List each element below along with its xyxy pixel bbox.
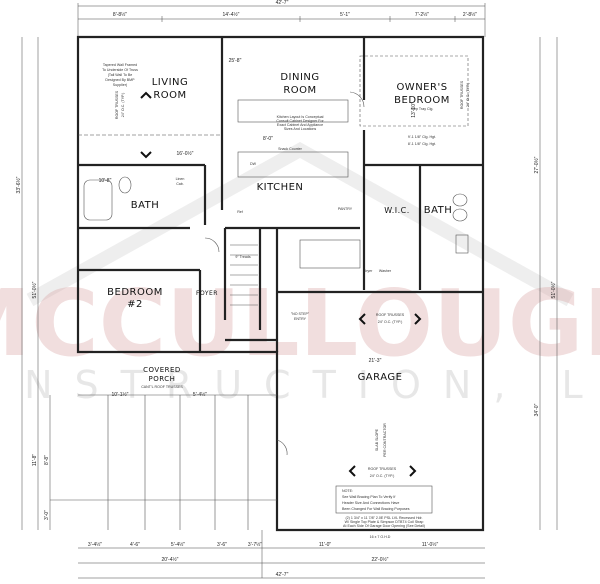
dim-left: 33'-6½" bbox=[15, 176, 22, 193]
note-text: PER CONTRACTOR bbox=[383, 423, 387, 457]
note-text: ROOF TRUSSES bbox=[376, 313, 405, 317]
note-text: Exact Cabinet And Appliance bbox=[277, 123, 323, 127]
note-text: ROOF TRUSSES bbox=[115, 90, 119, 119]
dim-bottom: 3'-6" bbox=[217, 542, 227, 548]
note-text: 24" O.C. (TYP.) bbox=[370, 474, 395, 478]
dim-overall-bottom: 42'-7" bbox=[276, 572, 289, 578]
dim-top: 2'-8½" bbox=[463, 11, 477, 18]
dim-bottom: 4'-6" bbox=[130, 542, 140, 548]
dim-interior: 10'-8" bbox=[99, 178, 112, 184]
watermark-logo: MCCULLOUGH CONSTRUCTION, LLC bbox=[0, 141, 600, 407]
room-label-living: ROOM bbox=[153, 90, 186, 101]
note-text: ENTRY bbox=[294, 317, 307, 321]
room-label-owners-bedroom: BEDROOM bbox=[394, 95, 450, 106]
note-text: See Wall Bracing Plan To Verify If bbox=[342, 495, 395, 499]
dim-top: 5'-1" bbox=[340, 12, 350, 18]
dim-interior: 10'-1½" bbox=[112, 391, 129, 398]
dim-overall-top: 42'-7" bbox=[276, 0, 289, 6]
dim-bottom-sub: 20'-4½" bbox=[162, 556, 179, 563]
room-label-bath: BATH bbox=[424, 205, 453, 216]
note-text: W/ Single Top Plate & Simpson DTBT4 Coil… bbox=[345, 520, 424, 524]
room-label-bath: BATH bbox=[131, 200, 160, 211]
note-text: Kitchen Layout Is Conceptual bbox=[277, 115, 324, 119]
note-text: 9" Treads bbox=[235, 255, 250, 259]
dim-bottom: 5'-4½" bbox=[171, 541, 185, 548]
note-text: 16 x 7 O.H.D bbox=[370, 535, 391, 539]
note-text: Cab. bbox=[176, 182, 184, 186]
room-label-kitchen: KITCHEN bbox=[257, 182, 304, 193]
room-label-bedroom-2: BEDROOM bbox=[107, 287, 163, 298]
note-text: At Each Side Of Garage Door Opening (See… bbox=[343, 524, 425, 528]
dimension-labels: 42'-7" 8'-8½" 14'-4½" 5'-1" 7'-2½" 2'-8½… bbox=[15, 0, 557, 578]
dim-top: 14'-4½" bbox=[223, 11, 240, 18]
note-text: To Underside Of Truss bbox=[102, 68, 138, 72]
watermark-subtext: CONSTRUCTION, LLC bbox=[0, 363, 600, 407]
note-text: ROOF TRUSSES bbox=[368, 467, 397, 471]
dim-bottom-sub: 22'-0½" bbox=[372, 556, 389, 563]
dim-left: 3'-0" bbox=[44, 510, 50, 520]
room-label-porch: PORCH bbox=[149, 375, 176, 383]
dim-bottom: 11'-0½" bbox=[422, 541, 439, 548]
note-text: (2) 1 3/4" x 11 7/8" 2.0E PSL LVL Recess… bbox=[345, 516, 422, 520]
dim-interior: 5'-4½" bbox=[193, 391, 207, 398]
note-text: 9'-1 1/8" Clg. Hgt. bbox=[408, 135, 436, 139]
room-label-garage: GARAGE bbox=[358, 372, 403, 383]
dim-top: 7'-2½" bbox=[415, 11, 429, 18]
dim-bottom: 3'-7½" bbox=[248, 541, 262, 548]
dim-left: 8'-8" bbox=[44, 455, 50, 465]
plan-notes: Tapered Wall Framed To Underside Of Trus… bbox=[102, 63, 470, 539]
room-label-dining: ROOM bbox=[283, 85, 316, 96]
note-text: (Tall Wall To Be bbox=[108, 73, 133, 77]
note-text: SLAB SLOPE bbox=[375, 428, 379, 451]
dim-right: 27'-0½" bbox=[533, 156, 540, 173]
dim-interior: 8'-0" bbox=[263, 136, 273, 142]
walls bbox=[50, 35, 485, 532]
room-label-dining: DINING bbox=[280, 72, 319, 83]
dim-interior: 13'-10" bbox=[411, 102, 417, 118]
note-text: Sizes And Locations bbox=[284, 127, 317, 131]
room-label-living: LIVING bbox=[152, 77, 189, 88]
dim-left: 11'-8" bbox=[32, 454, 38, 467]
note-text: 24" O.C. (TYP.) bbox=[121, 93, 125, 118]
dim-left: 51'-0½" bbox=[31, 281, 38, 298]
note-text: "NO STEP" bbox=[291, 312, 310, 316]
dim-bottom: 3'-4½" bbox=[88, 541, 102, 548]
room-label-pantry: PANTRY bbox=[338, 207, 353, 211]
room-label-foyer: FOYER bbox=[196, 290, 218, 297]
note-text: Washer bbox=[379, 269, 392, 273]
dim-bottom: 11'-0" bbox=[319, 542, 332, 548]
note-text: Designed By BMP bbox=[105, 78, 135, 82]
note-text: Been Changed For Wall Bracing Purposes bbox=[342, 507, 410, 511]
note-text: 8'-1 1/8" Clg. Hgt. bbox=[408, 142, 436, 146]
note-text: Tapered Wall Framed bbox=[103, 63, 137, 67]
dim-top: 8'-8½" bbox=[113, 11, 127, 18]
dim-interior: 21'-3" bbox=[369, 358, 382, 364]
note-text: CANT'L ROOF TRUSSES bbox=[141, 385, 183, 389]
dimension-lines bbox=[21, 3, 558, 579]
dim-right: 51'-0½" bbox=[550, 281, 557, 298]
room-labels: LIVING ROOM DINING ROOM OWNER'S BEDROOM … bbox=[107, 72, 452, 383]
dim-right: 34'-0" bbox=[534, 403, 540, 416]
note-text: Consult Cabinet Designer For bbox=[276, 119, 324, 123]
room-label-wic: W.I.C. bbox=[384, 206, 410, 215]
note-text: DW bbox=[250, 162, 257, 166]
note-text: NOTE: bbox=[342, 489, 353, 493]
dim-interior: 16'-0½" bbox=[177, 150, 194, 157]
note-text: Header Size And Connections Have bbox=[342, 501, 399, 505]
room-label-porch: COVERED bbox=[143, 366, 181, 374]
note-text: Ref bbox=[237, 210, 243, 214]
note-text: Supplier) bbox=[113, 83, 127, 87]
note-text: Snack Counter bbox=[278, 147, 303, 151]
room-label-bedroom-2: #2 bbox=[127, 299, 143, 310]
dim-interior: 25'-8" bbox=[229, 58, 242, 64]
note-text: Dryer bbox=[364, 269, 374, 273]
note-text: ROOF TRUSSES bbox=[460, 80, 464, 109]
note-text: Linen bbox=[176, 177, 185, 181]
room-label-owners-bedroom: OWNER'S bbox=[396, 82, 447, 93]
note-text: 24" O.C. (TYP.) bbox=[378, 320, 403, 324]
note-text: 24" O.C. (TYP.) bbox=[466, 83, 470, 108]
note-text: Step Tray Clg. bbox=[411, 107, 434, 111]
watermark-text: MCCULLOUGH bbox=[0, 270, 600, 377]
